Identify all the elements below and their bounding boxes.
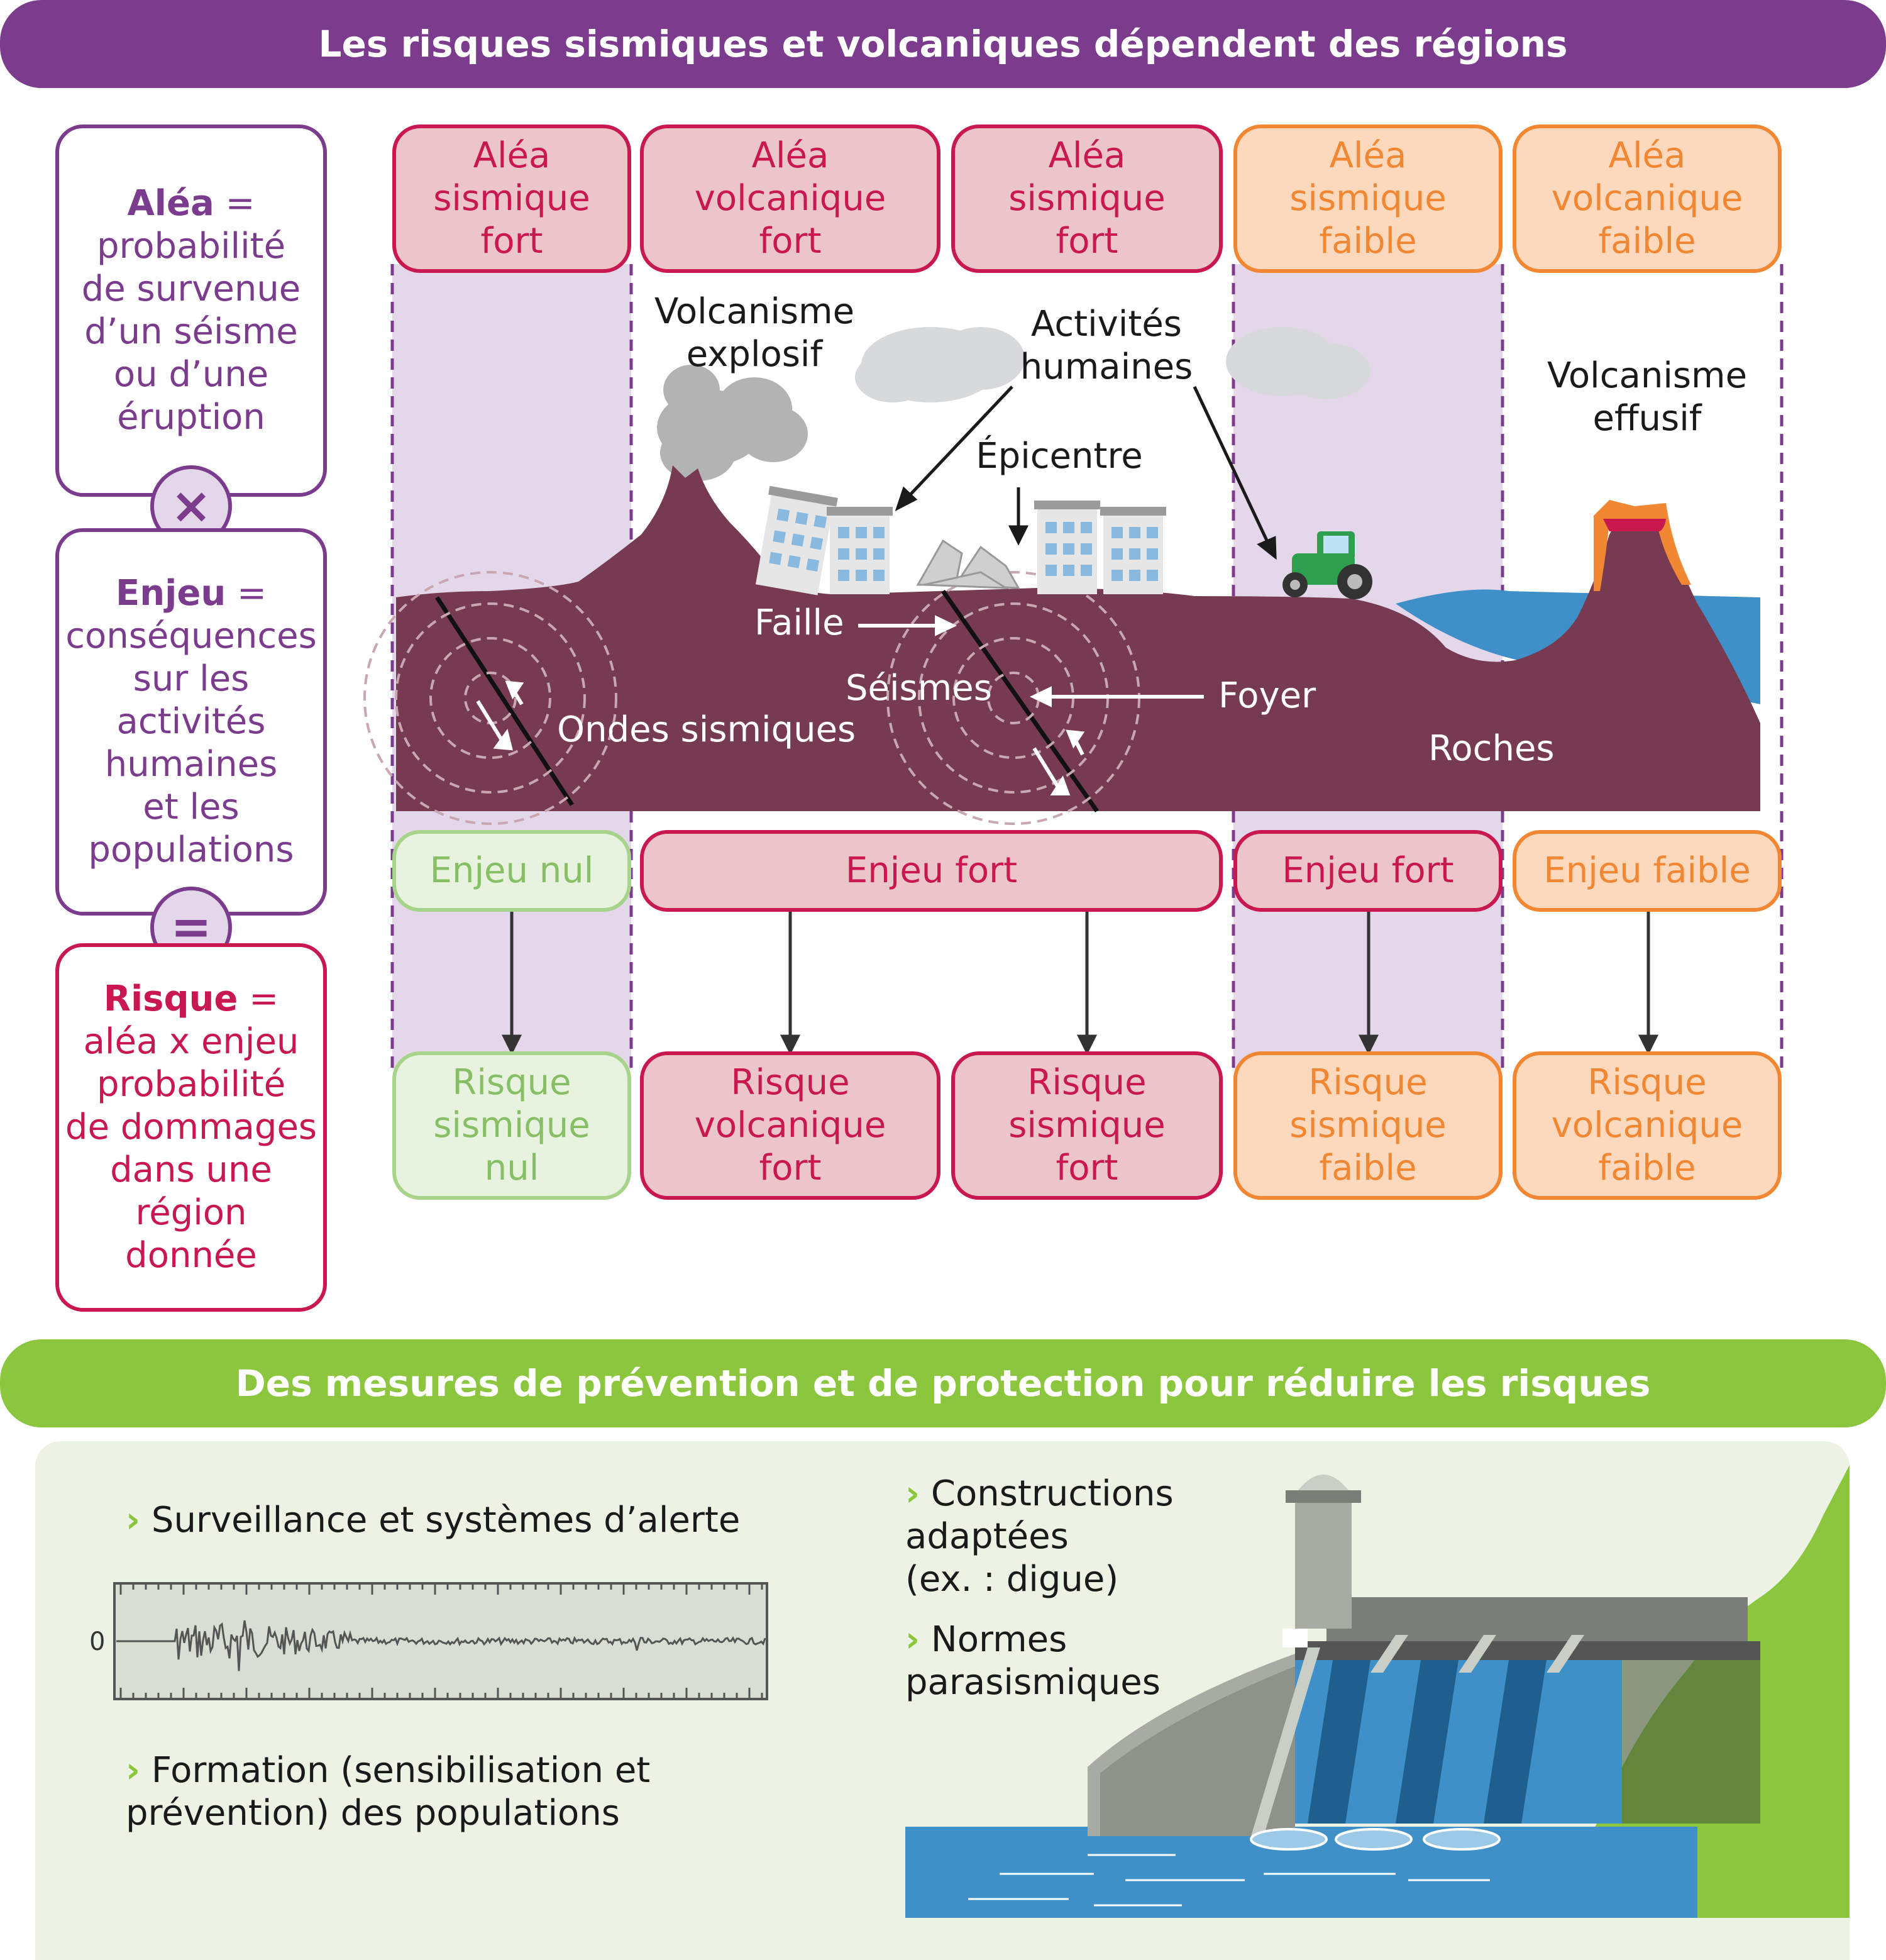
- seismogram-trace: [116, 1620, 766, 1671]
- label-epicentre: Épicentre: [976, 436, 1143, 477]
- fault-right: [941, 589, 1099, 813]
- enjeu-box-4: Enjeu faible: [1513, 830, 1782, 912]
- seismogram: [113, 1582, 768, 1700]
- pointer-arrows: [895, 385, 1277, 560]
- water-lines: [968, 1854, 1490, 1907]
- dam-top: [1326, 1597, 1748, 1647]
- seismogram-zero-label: 0: [89, 1627, 106, 1656]
- white-arrows: [858, 615, 1204, 707]
- label-foyer: Foyer: [1218, 675, 1316, 716]
- definition-risque: Risque = aléa x enjeu probabilité de dom…: [55, 943, 327, 1312]
- scene-svg: [363, 264, 1784, 1069]
- rock-ground: [396, 465, 1760, 811]
- chevron-icon: ›: [126, 1500, 141, 1541]
- measure-normes: › Normes parasismiques: [905, 1619, 1161, 1703]
- definition-alea: Aléa = probabilité de survenue d’un séis…: [55, 125, 327, 497]
- enjeu-box-1: Enjeu nul: [392, 830, 631, 912]
- enjeu-term: Enjeu: [116, 573, 226, 614]
- cloud-left: [855, 327, 1025, 402]
- label-ondes-sismiques: Ondes sismiques: [557, 709, 856, 750]
- enjeu-box-2: Enjeu fort: [640, 830, 1223, 912]
- tractor: [1282, 531, 1372, 599]
- measure-surveillance: › Surveillance et systèmes d’alerte: [126, 1500, 741, 1541]
- rubble: [916, 539, 1020, 589]
- lava-core: [1603, 519, 1666, 531]
- slip-arrows: [476, 680, 1085, 795]
- label-faille: Faille: [754, 602, 844, 643]
- buildings-left: [755, 485, 893, 595]
- chevron-icon: ›: [905, 1619, 920, 1660]
- chevron-icon: ›: [126, 1750, 141, 1791]
- buildings-right: [1034, 501, 1166, 594]
- cloud-right: [1226, 327, 1370, 399]
- top-banner: Les risques sismiques et volcaniques dép…: [0, 0, 1886, 88]
- measure-formation: › Formation (sensibilisation et préventi…: [126, 1750, 651, 1834]
- chevron-icon: ›: [905, 1473, 920, 1514]
- measure-constructions: › Constructions adaptées (ex. : digue): [905, 1473, 1174, 1600]
- down-arrows: [501, 912, 1659, 1055]
- top-banner-title: Les risques sismiques et volcaniques dép…: [318, 23, 1568, 65]
- bottom-banner: Des mesures de prévention et de protecti…: [0, 1339, 1886, 1427]
- alea-term: Aléa: [127, 183, 214, 224]
- lava-flow: [1594, 500, 1691, 591]
- spillways: [1308, 1660, 1547, 1824]
- dam-illustration: [905, 1465, 1850, 1918]
- foam: [1250, 1828, 1501, 1851]
- label-seismes: Séismes: [846, 668, 992, 709]
- definition-enjeu: Enjeu = conséquences sur les activités h…: [55, 528, 327, 916]
- risque-term: Risque: [103, 978, 238, 1019]
- bottom-banner-title: Des mesures de prévention et de protecti…: [235, 1362, 1651, 1405]
- enjeu-box-3: Enjeu fort: [1233, 830, 1503, 912]
- label-roches: Roches: [1428, 728, 1555, 769]
- seismogram-ticks: [119, 1583, 763, 1699]
- dam-tower: [1295, 1497, 1352, 1629]
- volcano-smoke: [657, 365, 808, 481]
